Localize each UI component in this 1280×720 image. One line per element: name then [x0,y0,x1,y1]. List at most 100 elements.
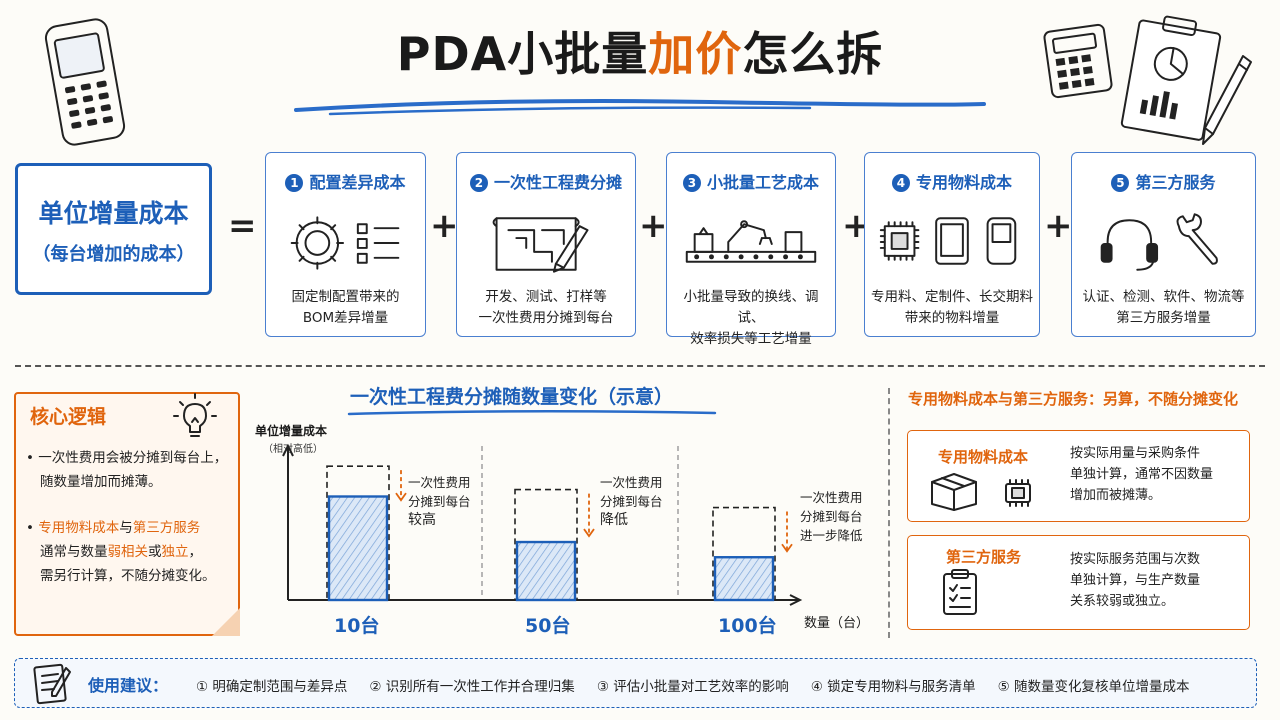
chart-y-axis-label: 单位增量成本 [255,424,328,438]
lightbulb-icon [173,393,217,437]
chart-annotation: 一次性费用 分摊到每台 进一步降低 [800,488,863,545]
chart-annotation: 一次性费用 分摊到每台 降低 [600,473,663,530]
chart-y-axis-sublabel: （相对高低） [263,444,323,455]
checklist-clipboard-icon [943,569,977,615]
page-title: PDA小批量加价怎么拆 [0,18,1280,84]
bar-chart [282,443,803,606]
annotation-line: 一次性费用 [800,490,863,505]
tablet-icon [935,217,969,265]
core-line: • 专用物料成本与第三方服务 [26,520,201,536]
rp-line: 关系较弱或独立。 [1070,594,1175,609]
desc-line: 固定制配置带来的 [291,289,400,305]
chart-bar-reference [326,465,390,601]
core-line-text: 或 [148,544,162,560]
chip-icon [1005,479,1031,507]
core-line: 通常与数量弱相关或独立， [26,540,236,564]
core-line-text: 通常与数量 [40,544,108,560]
notepad-icon [33,663,71,705]
core-line-text: ， [188,544,203,560]
conveyor-icon [685,250,817,263]
plus-sign: + [639,206,668,246]
chart-decrease-arrowhead [583,528,595,538]
annotation-line: 分摊到每台 [800,509,863,524]
headset-icon [1100,213,1218,271]
annotation-line: 进一步降低 [800,528,863,543]
clipboard-chart-icon [1120,15,1222,141]
right-panel-title: 专用物料成本与第三方服务：另算，不随分摊变化 [908,390,1239,408]
desc-line: 专用料、定制件、长交期料 [871,289,1033,305]
chart-title: 一次性工程费分摊随数量变化（示意） [350,386,674,408]
checklist-icon [356,223,400,264]
plus-sign: + [1044,206,1073,246]
desc-line: 认证、检测、软件、物流等 [1082,289,1245,305]
unit-cost-title: 单位增量成本 [38,199,189,228]
annotation-line: 一次性费用 [600,475,663,490]
chart-category-label: 100台 [718,615,777,637]
core-highlight: 第三方服务 [132,520,201,536]
core-line: 随数量增加而摊薄。 [40,474,162,490]
box-icon [931,473,977,511]
blueprint-icon [492,217,589,273]
chart-x-axis-label: 数量（台） [804,616,870,631]
core-line-text: 一次性费用会被分摊到每台上， [38,450,228,466]
chart-bar [515,540,577,602]
pen-icon [1202,55,1252,145]
desc-line: 带来的物料增量 [904,310,1000,326]
core-highlight: 弱相关 [107,544,149,560]
component-desc: 固定制配置带来的 BOM差异增量 [270,287,421,329]
component-desc: 小批量导致的换线、调试、 效率损失等工艺增量 [671,287,831,350]
component-title-text: 专用物料成本 [915,173,1012,192]
chip-icon [879,217,1017,265]
annotation-line: 较高 [408,512,436,528]
title-prefix: PDA小批量 [396,27,649,81]
chart-bar [713,556,775,602]
suggestion-item: ③ 评估小批量对工艺效率的影响 [596,679,789,695]
core-logic-note [14,392,240,636]
desc-line: 一次性费用分摊到每台 [478,310,614,326]
chart-y-axis-arrow [282,443,294,457]
core-line-text: 与 [119,520,133,536]
unit-cost-subtitle: （每台增加的成本） [32,244,195,265]
component-title-text: 一次性工程费分摊 [493,173,622,192]
vertical-divider [888,388,890,638]
title-suffix: 怎么拆 [742,27,884,81]
pencil-icon [552,225,589,273]
rp-line: 单独计算，与生产数量 [1070,573,1201,588]
component-number: 5 [1111,174,1130,192]
title-highlight: 加价 [648,27,743,81]
component-number: 3 [682,174,701,192]
core-line: • 一次性费用会被分摊到每台上， [26,450,228,466]
core-highlight: 独立 [161,544,189,560]
suggestion-item: ① 明确定制范围与差异点 [196,679,348,695]
annotation-line: 分摊到每台 [408,494,471,509]
desc-line: 小批量导致的换线、调试、 [683,289,819,326]
pda-icon [986,217,1017,265]
component-desc: 认证、检测、软件、物流等 第三方服务增量 [1076,287,1251,329]
chart-decrease-arrowhead [395,492,407,502]
desc-line: 第三方服务增量 [1116,310,1211,326]
rp-line: 按实际用量与采购条件 [1070,446,1201,461]
chart-bar [327,495,389,602]
equals-sign: = [228,206,257,246]
component-desc: 开发、测试、打样等 一次性费用分摊到每台 [461,287,631,329]
component-desc: 专用料、定制件、长交期料 带来的物料增量 [869,287,1035,329]
desc-line: 开发、测试、打样等 [485,289,607,305]
chart-annotation: 一次性费用 分摊到每台 较高 [408,473,471,530]
annotation-line: 分摊到每台 [600,494,663,509]
third-party-text: 按实际服务范围与次数 单独计算，与生产数量 关系较弱或独立。 [1070,549,1200,612]
suggestions-label: 使用建议： [88,676,169,695]
core-logic-title: 核心逻辑 [30,406,107,428]
title-underline [294,99,986,116]
material-cost-text: 按实际用量与采购条件 单独计算，通常不因数量 增加而被摊薄。 [1070,443,1213,506]
rp-line: 按实际服务范围与次数 [1070,552,1201,567]
chart-category-label: 50台 [525,615,571,637]
